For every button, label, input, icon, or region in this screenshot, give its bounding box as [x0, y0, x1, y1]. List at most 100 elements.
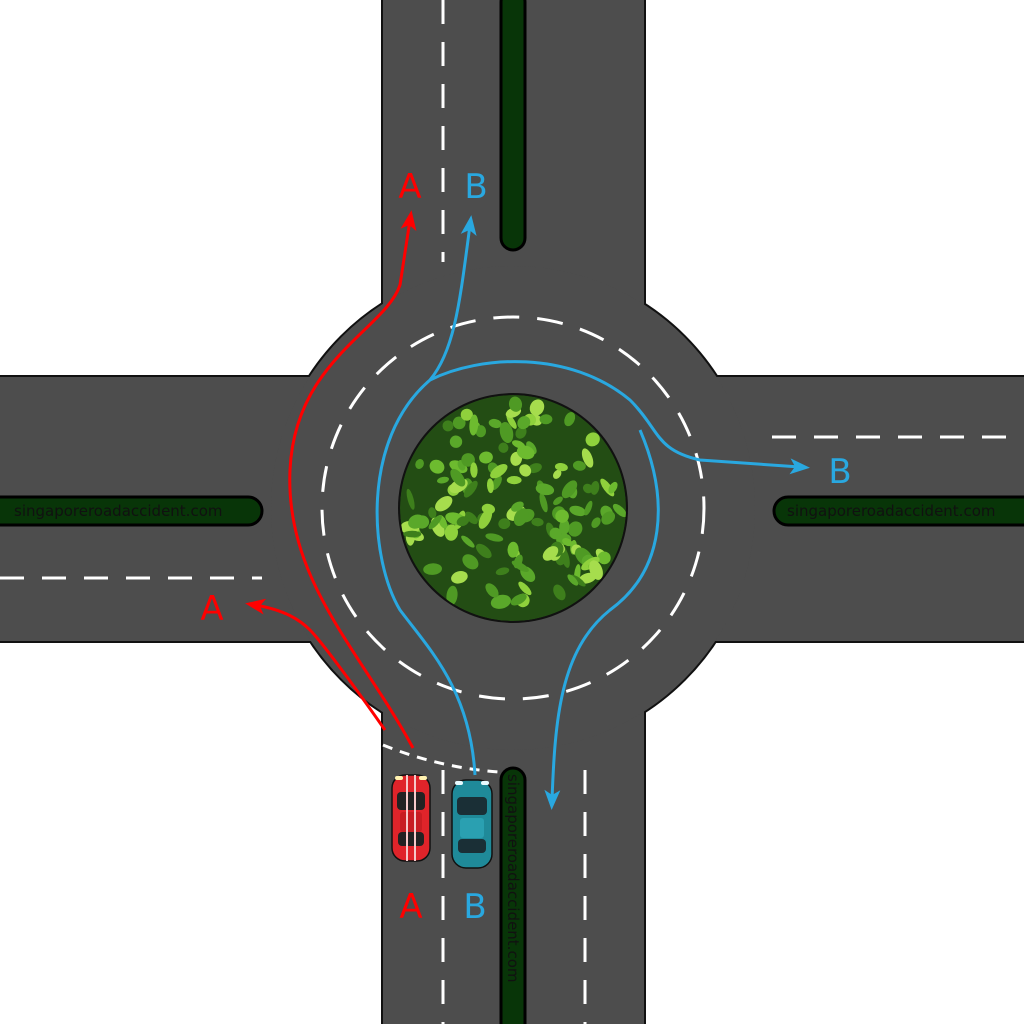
leaf	[553, 496, 563, 506]
leaf	[460, 408, 473, 421]
leaf	[442, 420, 454, 432]
car-a-label: A	[399, 887, 422, 927]
path-a	[245, 210, 417, 749]
leaf	[591, 517, 601, 529]
car-b-label: B	[463, 887, 486, 927]
leaf	[428, 507, 437, 519]
leaf	[554, 463, 568, 472]
leaf	[590, 480, 600, 495]
leaf	[403, 530, 422, 538]
leaf	[561, 480, 578, 499]
leaf	[463, 480, 478, 498]
leaf	[568, 521, 583, 537]
leaf	[456, 516, 470, 527]
leaf	[461, 535, 475, 548]
leaf	[450, 468, 466, 487]
leaf	[552, 469, 562, 479]
leaf	[517, 416, 531, 430]
leaf	[535, 483, 555, 496]
leaf	[490, 594, 511, 609]
leaf	[506, 414, 517, 429]
watermark-east: singaporeroadaccident.com	[787, 502, 996, 520]
tree-foliage-icon	[400, 395, 626, 621]
leaf	[507, 541, 519, 558]
leaf	[518, 581, 532, 596]
north-median	[499, 0, 527, 252]
leaf	[511, 501, 524, 512]
leaf	[491, 475, 502, 491]
leaf	[451, 571, 468, 584]
path-b-to-north	[375, 215, 477, 776]
leaf	[498, 518, 511, 530]
leaf	[539, 492, 548, 513]
leaf	[567, 574, 579, 586]
leaf	[608, 481, 618, 494]
leaf	[446, 585, 458, 606]
leaf	[513, 508, 529, 527]
path-a-west-label: A	[200, 589, 223, 629]
leaf	[499, 421, 514, 444]
leaf	[584, 500, 593, 516]
leaf	[531, 517, 544, 527]
path-b-to-east	[429, 360, 810, 475]
path-a-to-west	[245, 598, 387, 731]
path-b-east-label: B	[828, 452, 851, 492]
leaf	[435, 496, 453, 512]
leaf	[542, 546, 559, 561]
leaf	[449, 435, 463, 448]
leaf	[470, 462, 478, 478]
leaf	[495, 567, 510, 576]
leaf	[429, 459, 445, 474]
east-median	[772, 495, 1024, 527]
leaf	[469, 414, 479, 436]
leaf	[462, 554, 479, 570]
leaf	[428, 514, 442, 530]
leaf	[515, 426, 527, 439]
leaf	[423, 563, 442, 575]
path-a-to-north	[288, 210, 417, 749]
leaf	[461, 453, 475, 467]
teal-car-icon	[451, 779, 493, 869]
path-b-u-turn	[544, 429, 660, 810]
leaf	[475, 425, 487, 438]
leaf	[526, 441, 537, 455]
leaf	[529, 399, 545, 416]
leaf	[581, 448, 594, 468]
leaf	[562, 538, 573, 547]
leaf	[516, 445, 535, 460]
red-car-icon	[391, 774, 431, 862]
leaf	[415, 459, 424, 469]
leaf	[436, 476, 450, 484]
watermark-south: singaporeroadaccident.com	[504, 774, 522, 983]
leaf	[569, 505, 586, 517]
leaf	[506, 476, 522, 485]
leaf	[601, 511, 616, 525]
leaf	[465, 511, 478, 525]
leaf	[485, 533, 504, 542]
leaf	[406, 488, 415, 510]
leaf	[612, 503, 626, 518]
leaf	[498, 442, 509, 453]
path-a-north-label: A	[398, 167, 421, 207]
leaf	[528, 463, 542, 474]
leaf	[539, 414, 553, 425]
leaf	[589, 560, 603, 580]
path-b-north-label: B	[464, 167, 487, 207]
leaf	[555, 509, 569, 523]
leaf	[488, 418, 502, 429]
south-median	[499, 766, 527, 1024]
leaf	[510, 593, 527, 606]
leaf	[582, 483, 594, 494]
leaf	[553, 584, 566, 601]
leaf	[444, 524, 459, 541]
leaf	[475, 543, 492, 559]
leaf	[508, 396, 523, 412]
leaf	[512, 440, 525, 449]
leaf	[559, 519, 570, 536]
leaf	[513, 554, 523, 569]
path-b	[375, 215, 810, 810]
